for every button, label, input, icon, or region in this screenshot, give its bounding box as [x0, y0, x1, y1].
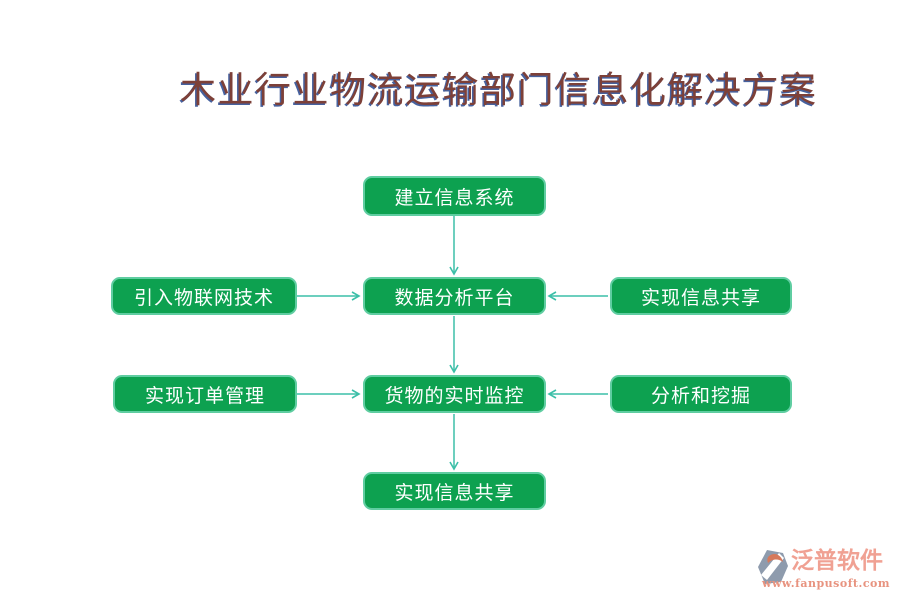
node-analysis-and-mining: 分析和挖掘 [610, 375, 792, 413]
node-introduce-iot: 引入物联网技术 [111, 277, 297, 315]
node-establish-info-system: 建立信息系统 [363, 176, 546, 216]
node-data-analysis-platform: 数据分析平台 [363, 277, 546, 315]
fanpu-watermark: 泛普软件 www.fanpusoft.com [750, 546, 898, 594]
watermark-brand: 泛普软件 [791, 547, 883, 574]
page-title: 木业行业物流运输部门信息化解决方案 [180, 70, 818, 111]
node-realtime-cargo-monitoring: 货物的实时监控 [363, 375, 546, 413]
node-info-sharing-right: 实现信息共享 [610, 277, 792, 315]
node-order-management: 实现订单管理 [113, 375, 297, 413]
watermark-url: www.fanpusoft.com [761, 577, 891, 590]
fanpu-logo-icon [758, 550, 788, 584]
node-info-sharing-bottom: 实现信息共享 [363, 472, 546, 510]
